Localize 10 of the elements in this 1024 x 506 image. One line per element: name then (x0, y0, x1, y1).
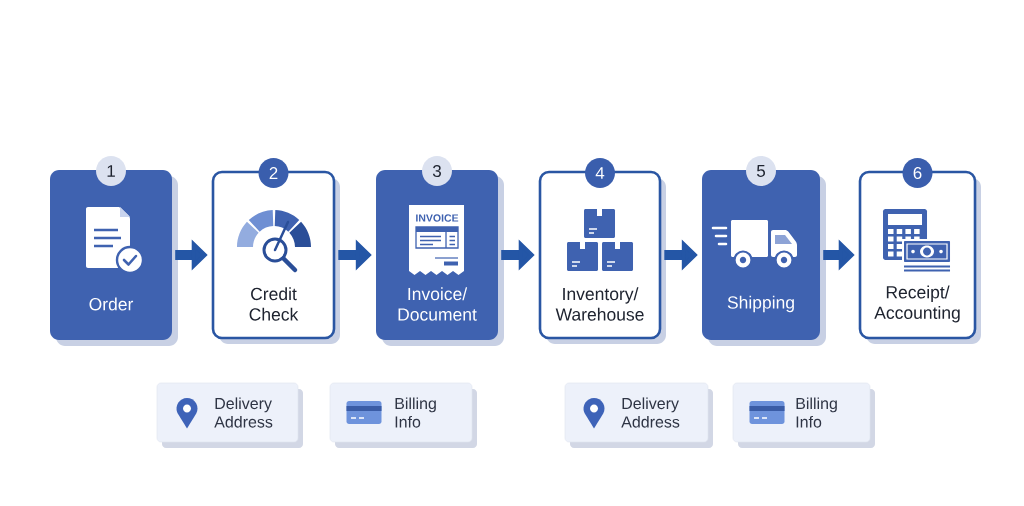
step-number: 1 (96, 156, 126, 186)
step-number: 4 (585, 158, 615, 188)
info-card: Delivery Address (564, 382, 713, 448)
step-number: 5 (746, 156, 776, 186)
step-number: 2 (258, 158, 289, 188)
info-card: Billing Info (732, 382, 875, 448)
invoice-heading: INVOICE (416, 214, 459, 222)
info-card: Delivery Address (156, 382, 303, 448)
info-card: Billing Info (329, 382, 477, 448)
step-number: 3 (422, 156, 452, 186)
